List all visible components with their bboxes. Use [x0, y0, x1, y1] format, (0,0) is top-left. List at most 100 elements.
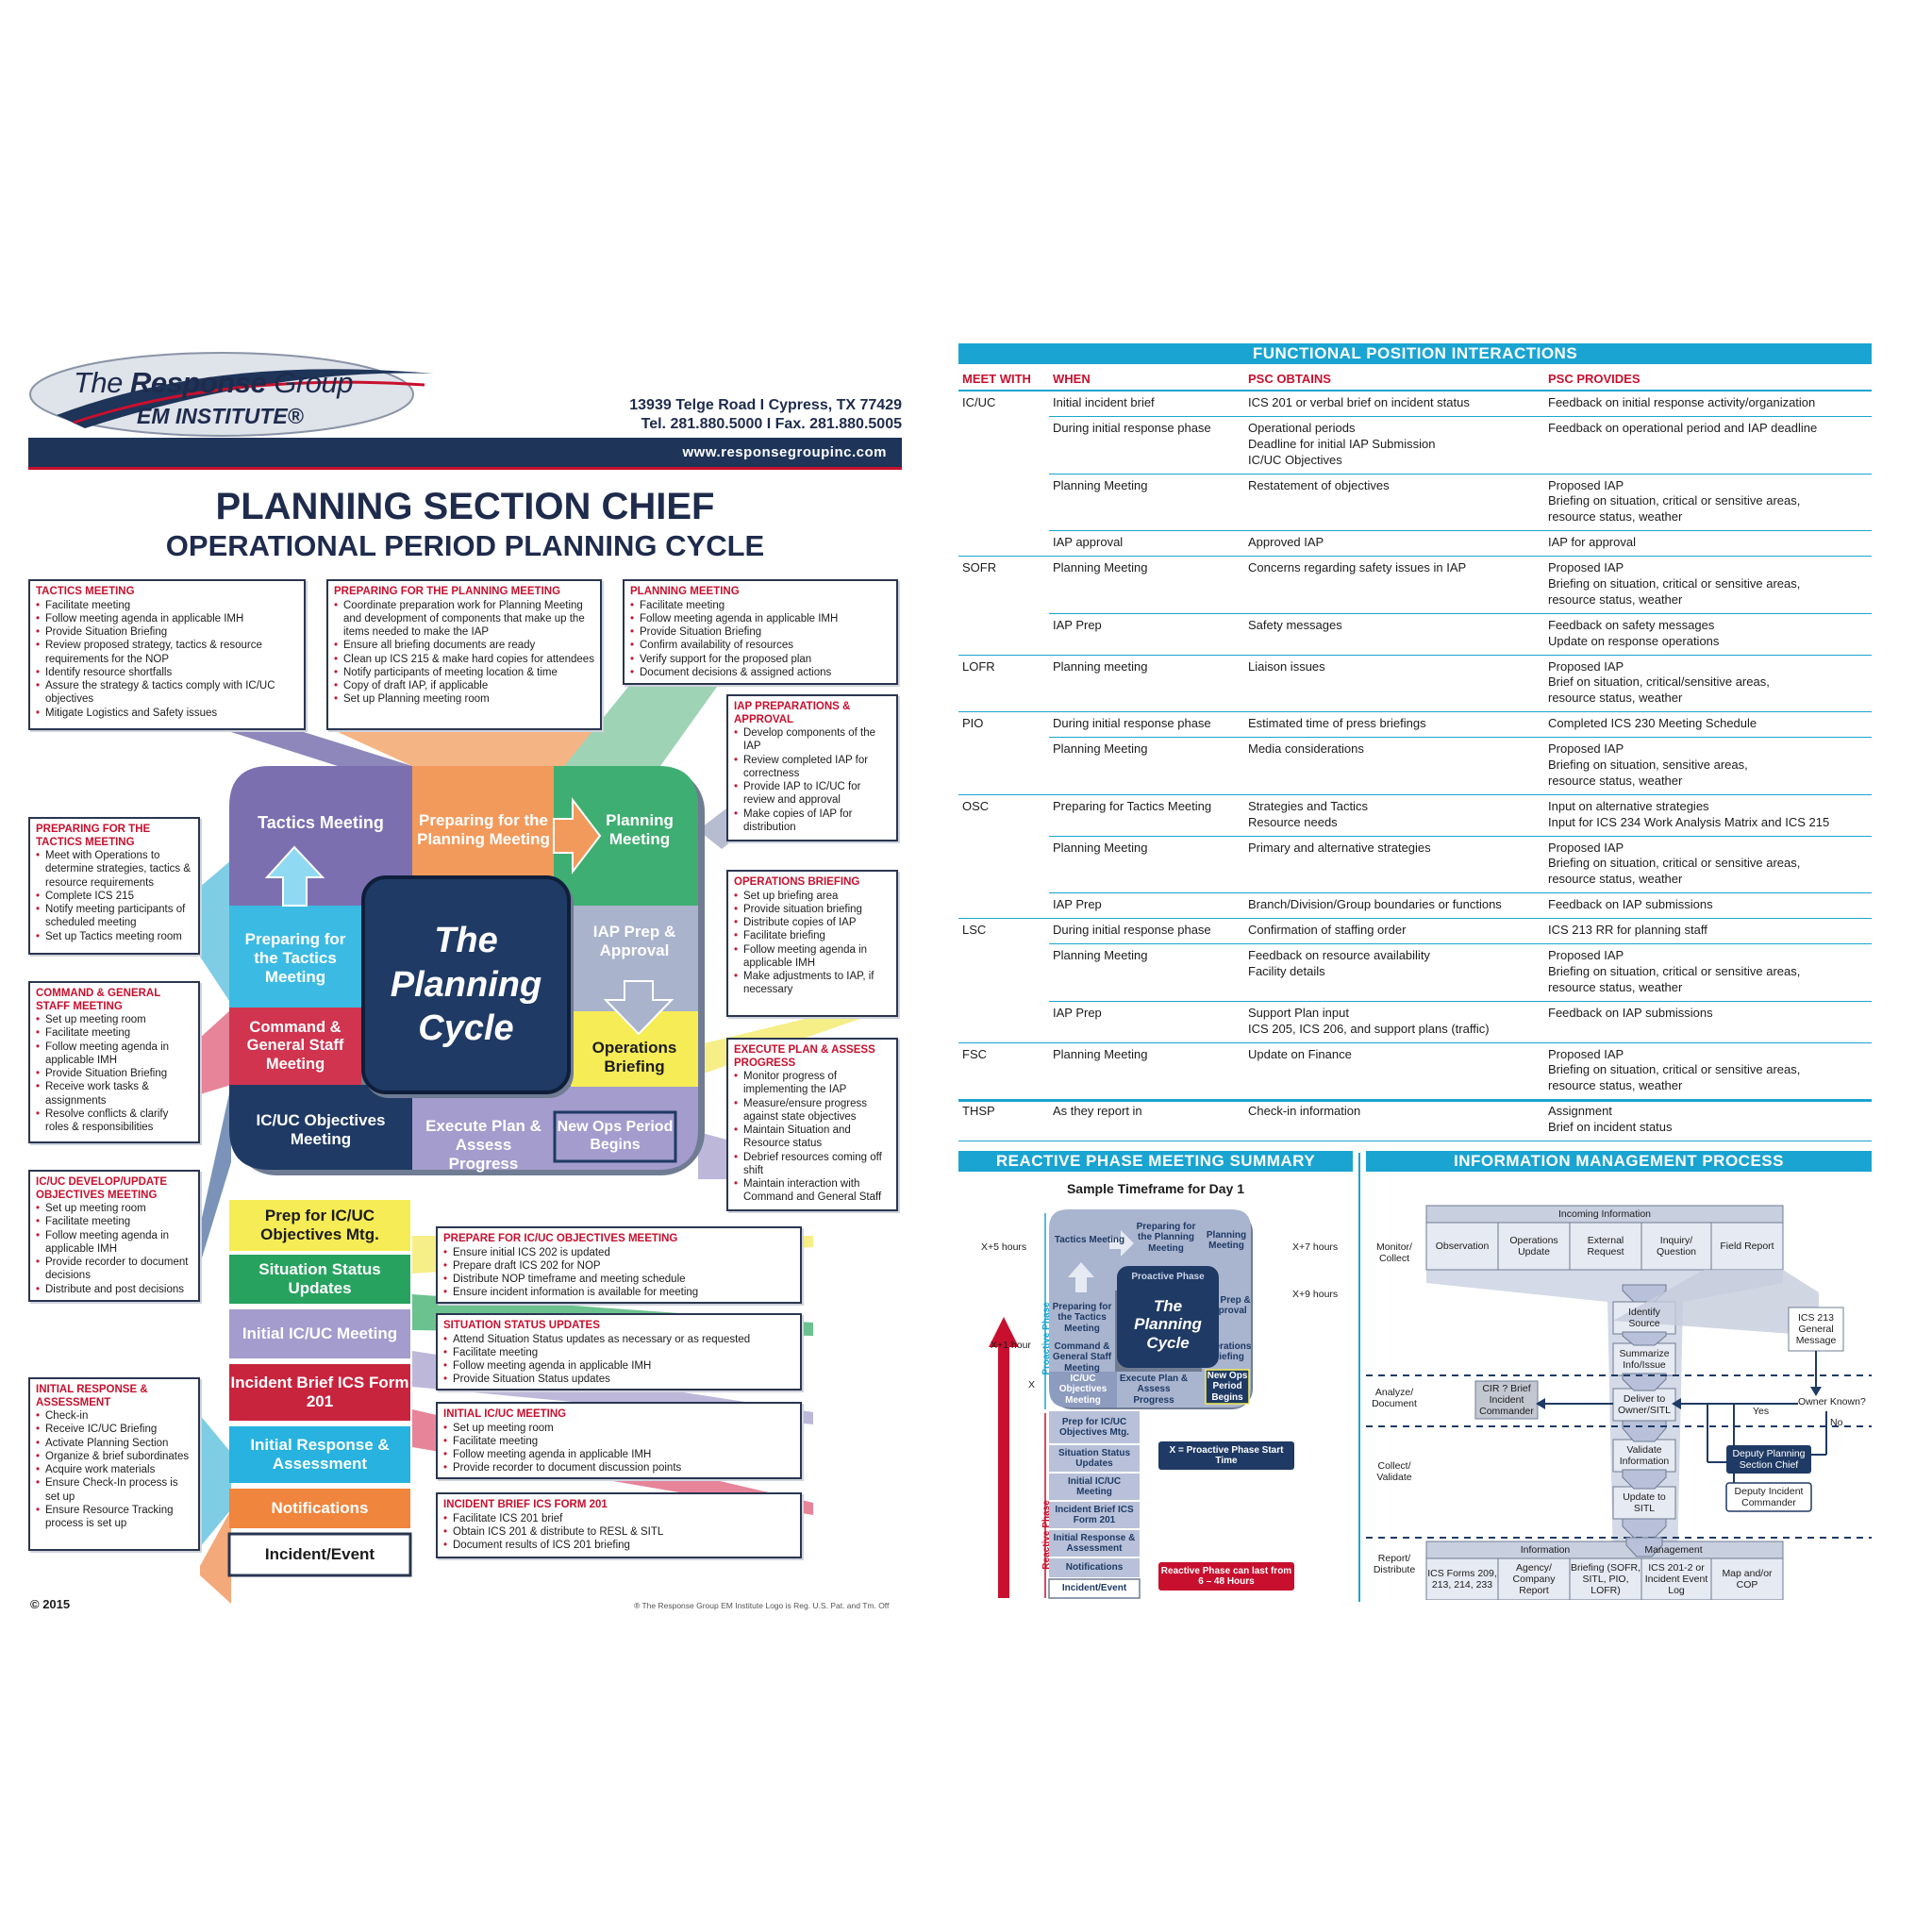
callout-icuc-develop: IC/UC DEVELOP/UPDATE OBJECTIVES MEETINGS…: [28, 1170, 200, 1302]
source-inquiry: Inquiry/ Question: [1656, 1234, 1697, 1257]
mini-ops: Operations Briefing: [1201, 1341, 1252, 1362]
meet-with-cell: THSP: [958, 1099, 1049, 1141]
when-cell: IAP Prep: [1049, 892, 1244, 920]
cycle-ops-brief: Operations Briefing: [591, 1038, 677, 1075]
cell-line: Proposed IAP: [1548, 948, 1624, 963]
meet-with-cell: [958, 892, 1049, 920]
cell-line: IC/UC Objectives: [1248, 452, 1342, 467]
cell-line: Proposed IAP: [1548, 560, 1624, 575]
callout-item: Follow meeting agenda in applicable IMH: [443, 1448, 795, 1462]
cycle-icuc-obj: IC/UC Objectives Meeting: [256, 1110, 386, 1148]
callout-item: Follow meeting agenda in applicable IMH: [734, 943, 891, 971]
x9-label: X+9 hours: [1292, 1289, 1339, 1300]
meet-with-cell: [958, 944, 1049, 1002]
registered-notice: ® The Response Group EM Institute Logo i…: [634, 1601, 890, 1610]
update-sitl: Update to SITL: [1623, 1491, 1666, 1514]
address: 13939 Telge Road I Cypress, TX 77429: [629, 397, 902, 413]
cell-line: Deadline for initial IAP Submission: [1248, 436, 1436, 451]
callout-item: Notify participants of meeting location …: [334, 666, 595, 680]
ladder-initial-response: [229, 1426, 410, 1483]
callout-execute-plan: EXECUTE PLAN & ASSESS PROGRESSMonitor pr…: [726, 1038, 898, 1211]
cell-line: Update on response operations: [1548, 633, 1720, 648]
cycle-iap: IAP Prep & Approval: [592, 922, 676, 959]
when-cell: As they report in: [1049, 1099, 1244, 1141]
cell-line: Operational periods: [1248, 420, 1356, 435]
callout-item: Identify resource shortfalls: [36, 666, 299, 680]
callout-item: Provide Situation Briefing: [36, 625, 299, 640]
callout-incident-brief: INCIDENT BRIEF ICS FORM 201Facilitate IC…: [436, 1492, 802, 1558]
owner-known-label: Owner Known?: [1798, 1396, 1866, 1407]
ladder-initial-icuc-label: Initial IC/UC Meeting: [242, 1324, 398, 1343]
deputy-psc: Deputy Planning Section Chief: [1732, 1447, 1806, 1471]
meet-with-cell: [958, 737, 1049, 795]
meet-with-cell: LSC: [962, 923, 987, 938]
cell-line: Check-in information: [1248, 1104, 1361, 1119]
meet-with-cell: [958, 474, 1049, 531]
ladder-notifications: [229, 1489, 410, 1528]
mini-tactics: Tactics Meeting: [1054, 1235, 1125, 1246]
ladder-initial-response-label: Initial Response & Assessment: [250, 1436, 390, 1473]
callout-item: Provide Situation Briefing: [36, 1067, 193, 1081]
x-label: X: [1028, 1379, 1036, 1391]
cell-line: Input on alternative strategies: [1548, 798, 1709, 813]
cell-line: Facility details: [1248, 963, 1325, 978]
obtains-cell: Concerns regarding safety issues in IAP: [1244, 556, 1544, 614]
cell-line: Feedback on safety messages: [1548, 617, 1715, 632]
callout-situation-updates: SITUATION STATUS UPDATESAttend Situation…: [436, 1313, 802, 1391]
summarize-info: Summarize Info/Issue: [1619, 1347, 1670, 1371]
callout-item: Set up meeting room: [36, 1013, 193, 1027]
callout-item: Set up Planning meeting room: [334, 692, 595, 707]
callout-item: Clean up ICS 215 & make hard copies for …: [334, 653, 595, 667]
callout-planning-meeting: PLANNING MEETINGFacilitate meetingFollow…: [623, 579, 898, 685]
header-bar: www.responsegroupinc.com: [28, 438, 902, 470]
meet-with-cell: IC/UC: [962, 395, 996, 409]
obtains-cell: Primary and alternative strategies: [1244, 836, 1544, 894]
callout-item: Provide recorder to document decisions: [36, 1256, 193, 1283]
cell-line: Briefing on situation, critical or sensi…: [1548, 576, 1801, 591]
callout-item: Facilitate meeting: [36, 1215, 193, 1229]
x1-label: X+1 hour: [991, 1340, 1031, 1351]
cell-line: resource status, weather: [1548, 591, 1683, 607]
ladder-sitstat-label: Situation Status Updates: [258, 1260, 381, 1297]
when-cell: Planning Meeting: [1049, 1042, 1244, 1101]
callout-item: Attend Situation Status updates as neces…: [443, 1333, 795, 1347]
obtains-cell: Media considerations: [1244, 737, 1544, 795]
row-analyze: Analyze/ Document: [1372, 1387, 1417, 1410]
connector-prep-tactics: [200, 860, 231, 1004]
when-cell: Planning Meeting: [1049, 737, 1244, 795]
cell-line: Proposed IAP: [1548, 840, 1624, 855]
cell-line: Assignment: [1548, 1104, 1612, 1119]
when-cell: Planning meeting: [1049, 655, 1244, 713]
callout-item: Make copies of IAP for distribution: [734, 808, 891, 835]
vertical-divider: [1358, 1153, 1360, 1602]
logo-text: The Response Group: [74, 366, 354, 399]
cell-line: Feedback on operational period and IAP d…: [1548, 420, 1818, 435]
obtains-cell: Restatement of objectives: [1244, 474, 1544, 532]
callout-item: Debrief resources coming off shift: [734, 1151, 891, 1178]
mini-ladder-notifications: Notifications: [1065, 1562, 1124, 1574]
callout-item: Provide IAP to IC/UC for review and appr…: [734, 780, 891, 808]
source-operations-update: Operations Update: [1509, 1234, 1558, 1257]
callout-item: Receive IC/UC Briefing: [36, 1423, 193, 1437]
cell-line: resource status, weather: [1548, 773, 1683, 788]
callout-item: Document decisions & assigned actions: [630, 666, 891, 680]
source-observation: Observation: [1435, 1240, 1490, 1252]
cell-line: ICS 205, ICS 206, and support plans (tra…: [1248, 1021, 1490, 1036]
callout-item: Set up Tactics meeting room: [36, 930, 193, 944]
cycle-cmd-staff: Command & General Staff Meeting: [246, 1018, 344, 1073]
cell-line: Confirmation of staffing order: [1248, 923, 1407, 938]
callout-item: Follow meeting agenda in applicable IMH: [36, 612, 299, 626]
source-field-report: Field Report: [1720, 1240, 1774, 1252]
website-link[interactable]: www.responsegroupinc.com: [682, 444, 887, 460]
